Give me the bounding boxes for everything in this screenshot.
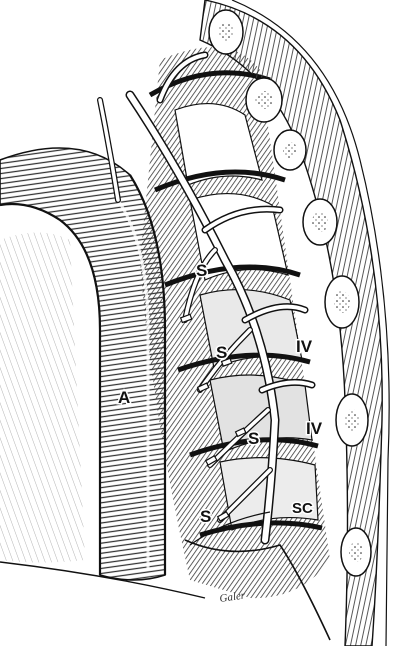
label-splanchnic-4: S xyxy=(200,507,211,526)
label-splanchnic-3: S xyxy=(248,429,259,448)
label-sympathetic-chain: SC xyxy=(292,500,313,517)
label-intercostal-1: IV xyxy=(296,337,313,356)
diaphragm xyxy=(184,511,331,641)
artist-signature: Galer xyxy=(219,589,247,605)
pleura-background xyxy=(0,232,206,646)
spinal-column xyxy=(199,0,390,646)
label-splanchnic-2: S xyxy=(216,343,227,362)
surgical-clips xyxy=(179,313,247,522)
label-aorta: A xyxy=(118,388,130,407)
label-splanchnic-1: S xyxy=(196,261,207,280)
label-intercostal-2: IV xyxy=(306,419,323,438)
labels: A S S S S IV IV SC xyxy=(117,260,325,528)
nerve-network xyxy=(97,51,316,545)
